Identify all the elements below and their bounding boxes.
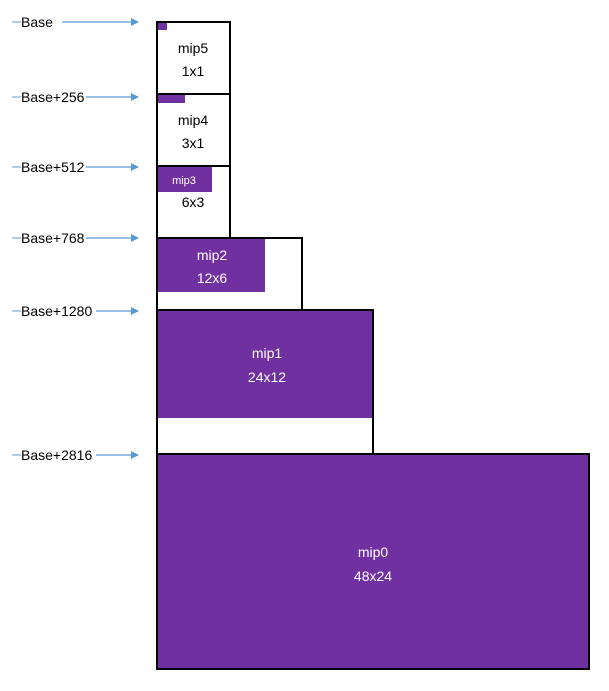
mip1-block: mip1 24x12 [156, 309, 374, 455]
address-marker-base-512: Base+512 [12, 159, 139, 175]
mip1-name: mip1 [252, 345, 283, 361]
address-label: Base+2816 [21, 447, 92, 463]
mip3-name: mip3 [172, 175, 196, 187]
mip0-name: mip0 [358, 544, 389, 560]
address-label: Base+768 [21, 230, 85, 246]
address-label: Base+512 [21, 159, 85, 175]
address-label: Base+256 [21, 89, 85, 105]
mip4-size: 3x1 [182, 135, 205, 151]
mip5-size: 1x1 [182, 63, 205, 79]
address-marker-base-768: Base+768 [12, 230, 139, 246]
address-marker-base-2816: Base+2816 [12, 447, 139, 463]
mip3-fill [158, 167, 212, 192]
mip2-size: 12x6 [197, 270, 228, 286]
address-marker-base: Base [12, 14, 139, 30]
mip4-allocation [156, 93, 231, 167]
mip0-size: 48x24 [354, 568, 392, 584]
address-markers: Base Base+256 Base+512 Base+768 Base+128… [12, 14, 139, 463]
mip5-allocation [156, 21, 231, 95]
mip3-size: 6x3 [182, 194, 205, 210]
mip2-block: mip2 12x6 [156, 237, 303, 311]
mip2-fill [158, 239, 265, 292]
address-marker-base-1280: Base+1280 [12, 303, 139, 319]
mip0-allocation [156, 453, 590, 670]
mip5-name: mip5 [178, 40, 209, 56]
mip5-fill [158, 23, 167, 30]
address-label: Base+1280 [21, 303, 92, 319]
address-marker-base-256: Base+256 [12, 89, 139, 105]
mip1-fill [158, 311, 372, 418]
mip4-fill [158, 95, 185, 103]
mip1-size: 24x12 [248, 369, 286, 385]
mip3-block: mip3 6x3 [156, 165, 231, 239]
mip4-name: mip4 [178, 112, 209, 128]
mip2-name: mip2 [197, 247, 228, 263]
mip4-block: mip4 3x1 [156, 93, 231, 167]
mip0-block: mip0 48x24 [156, 453, 590, 670]
address-label: Base [21, 14, 53, 30]
mip5-block: mip5 1x1 [156, 21, 231, 95]
